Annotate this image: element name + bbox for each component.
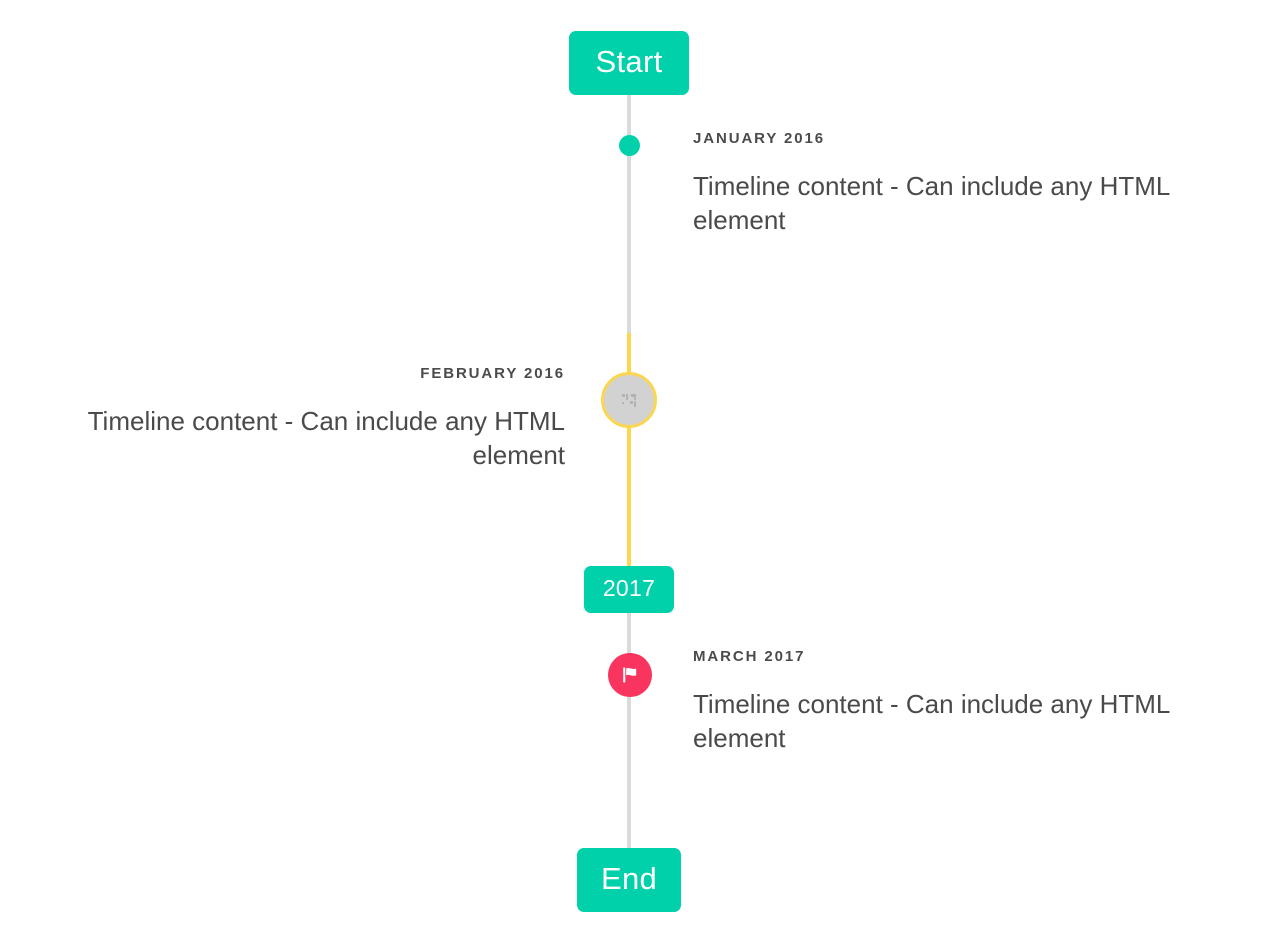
entry-label: FEBRUARY 2016 (420, 365, 565, 382)
broken-image-icon (621, 392, 637, 408)
timeline-year-badge[interactable]: 2017 (584, 566, 674, 613)
marker-dot-icon[interactable] (619, 135, 640, 156)
entry-label: JANUARY 2016 (693, 130, 826, 147)
timeline-entry-january: JANUARY 2016 Timeline content - Can incl… (693, 130, 1233, 237)
timeline-axis-lower (627, 611, 631, 852)
timeline-axis-upper (627, 92, 631, 333)
timeline-entry-february: FEBRUARY 2016 Timeline content - Can inc… (25, 365, 565, 472)
entry-body: Timeline content - Can include any HTML … (87, 405, 565, 470)
entry-label: MARCH 2017 (693, 648, 806, 665)
timeline-start-badge[interactable]: Start (569, 31, 689, 95)
marker-flag-icon[interactable] (608, 653, 652, 697)
timeline-end-badge[interactable]: End (577, 848, 681, 912)
entry-body: Timeline content - Can include any HTML … (693, 688, 1170, 753)
timeline-entry-march: MARCH 2017 Timeline content - Can includ… (693, 648, 1233, 755)
entry-body: Timeline content - Can include any HTML … (693, 170, 1170, 235)
flag-icon (623, 667, 637, 683)
timeline-axis-highlight (627, 333, 631, 568)
marker-broken-image-icon[interactable] (601, 372, 657, 428)
